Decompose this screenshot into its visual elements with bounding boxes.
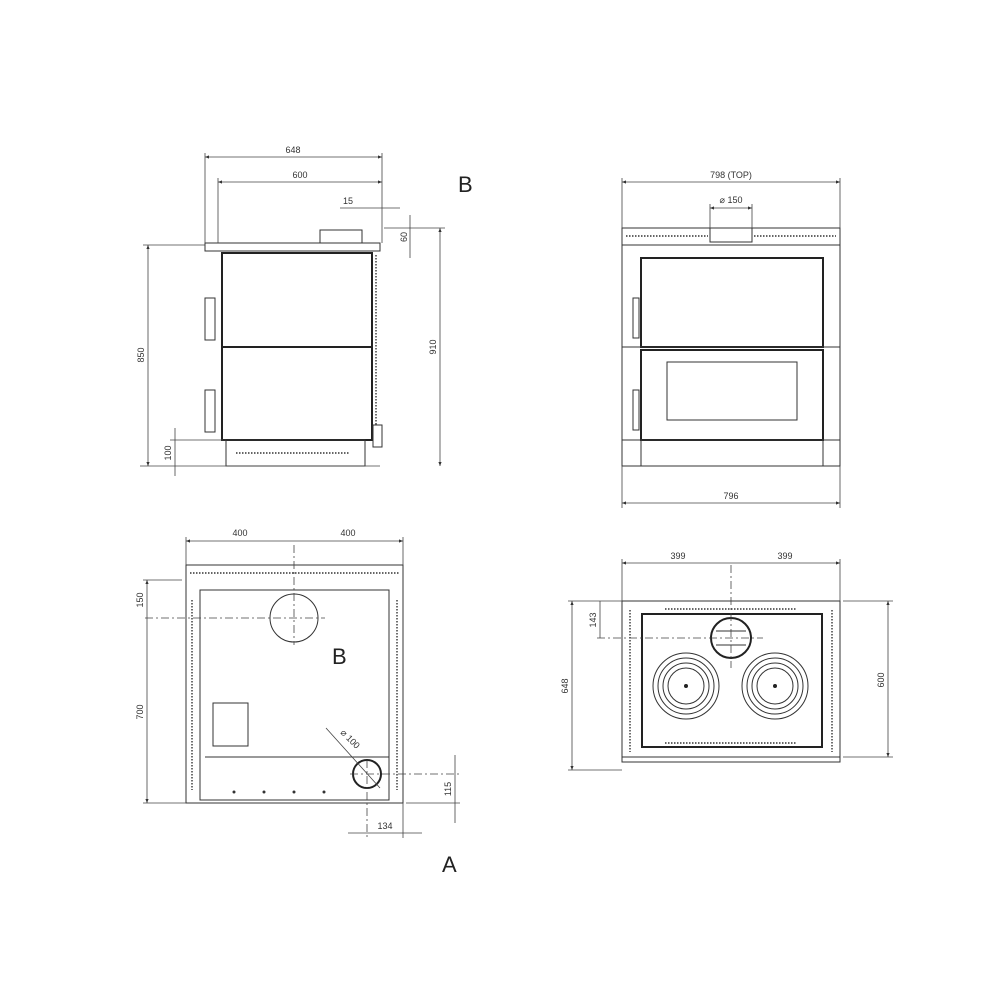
hotplate-right: [741, 652, 809, 720]
dim-400-right: 400: [340, 528, 355, 538]
flue-pipe: [319, 229, 363, 244]
dim-700: 700: [135, 704, 145, 719]
door-handle: [632, 297, 640, 339]
dim-798-top: 798 (TOP): [710, 170, 752, 180]
dim-100: 100: [163, 445, 173, 460]
flue-pipe: [709, 227, 753, 243]
door-handle: [204, 389, 216, 433]
side-view: 648 600 15 60 910 850 100 B: [136, 145, 473, 476]
front-view: 798 (TOP) ⌀ 150 796: [621, 170, 841, 508]
dim-399-left: 399: [670, 551, 685, 561]
dim-400-left: 400: [232, 528, 247, 538]
view-label-b: B: [458, 172, 473, 197]
dim-600: 600: [292, 170, 307, 180]
plan-view: ⌀ 100 400 400 150 700 115 134 B A: [135, 528, 460, 877]
dim-115: 115: [443, 782, 453, 796]
dim-648: 648: [285, 145, 300, 155]
dim-648: 648: [560, 678, 570, 693]
top-view: 399 399 143 648 600: [560, 551, 893, 771]
dim-134: 134: [377, 821, 392, 831]
dim-910: 910: [428, 339, 438, 354]
dim-15: 15: [343, 196, 353, 206]
dim-399-right: 399: [777, 551, 792, 561]
dim-60: 60: [399, 232, 409, 242]
dim-796: 796: [723, 491, 738, 501]
dim-150: 150: [135, 592, 145, 607]
view-label-b: B: [332, 644, 347, 669]
dim-850: 850: [136, 347, 146, 362]
dim-143: 143: [588, 612, 598, 627]
door-handle: [204, 297, 216, 341]
dim-inlet-100: ⌀ 100: [339, 727, 362, 750]
dim-600: 600: [876, 672, 886, 687]
oven-window: [666, 361, 798, 421]
view-label-a: A: [442, 852, 457, 877]
hotplate-left: [652, 652, 720, 720]
door-handle: [632, 389, 640, 431]
dim-flue-150: ⌀ 150: [720, 195, 743, 205]
